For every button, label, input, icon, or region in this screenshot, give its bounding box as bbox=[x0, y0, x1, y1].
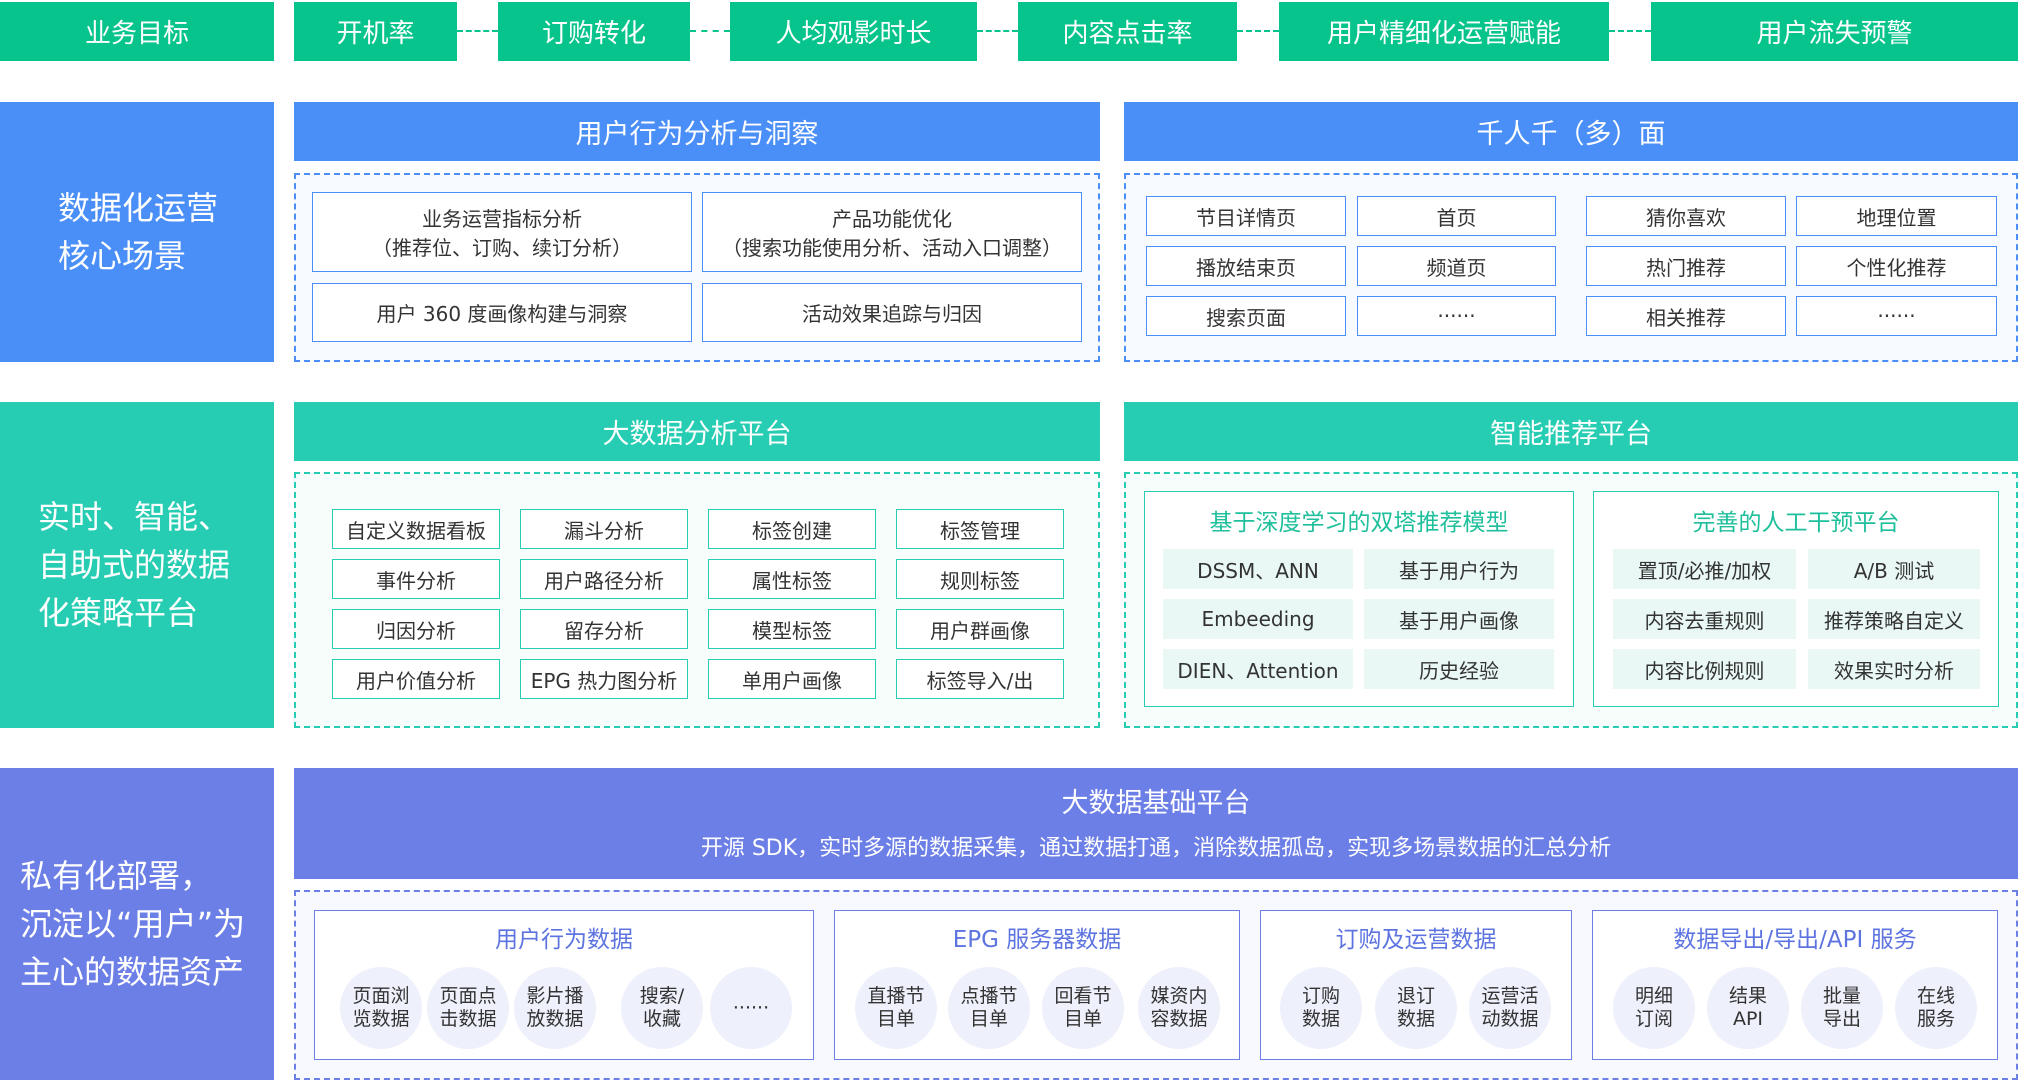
data-source-group-title: EPG 服务器数据 bbox=[952, 927, 1122, 953]
row-label-line: 沉淀以“用户”为 bbox=[20, 905, 246, 943]
bigdata-foundation-header: 大数据基础平台 开源 SDK，实时多源的数据采集，通过数据打通，消除数据孤岛，实… bbox=[294, 768, 2018, 879]
grid-cell: 产品功能优化 （搜索功能使用分析、活动入口调整） bbox=[702, 192, 1082, 272]
chip: 推荐策略自定义 bbox=[1808, 599, 1980, 639]
row-label-line: 数据化运营 bbox=[58, 189, 219, 227]
row-label-line: 主心的数据资产 bbox=[20, 953, 245, 991]
grid-cell: 地理位置 bbox=[1796, 196, 1997, 236]
grid-cell: 标签导入/出 bbox=[896, 659, 1064, 699]
manual-intervention-title: 完善的人工干预平台 bbox=[1692, 510, 1900, 536]
row-label-data-ops: 数据化运营 核心场景 bbox=[0, 102, 274, 362]
goal-connector-line bbox=[690, 30, 730, 32]
chip: 基于用户行为 bbox=[1364, 549, 1554, 589]
row-label-data-assets: 私有化部署， 沉淀以“用户”为 主心的数据资产 bbox=[0, 768, 274, 1080]
grid-cell: 业务运营指标分析 （推荐位、订购、续订分析） bbox=[312, 192, 692, 272]
grid-cell: 归因分析 bbox=[332, 609, 500, 649]
data-source-group-title: 用户行为数据 bbox=[495, 927, 633, 953]
chip: 置顶/必推/加权 bbox=[1613, 549, 1796, 589]
row-label-line: 私有化部署， bbox=[20, 857, 213, 895]
chip: DSSM、ANN bbox=[1163, 549, 1353, 589]
grid-cell: 首页 bbox=[1357, 196, 1556, 236]
section-title-recommendation: 智能推荐平台 bbox=[1124, 402, 2018, 461]
grid-cell: 标签管理 bbox=[896, 509, 1064, 549]
bigdata-foundation-subtitle: 开源 SDK，实时多源的数据采集，通过数据打通，消除数据孤岛，实现多场景数据的汇… bbox=[700, 836, 1612, 861]
data-item-circle: 直播节 目单 bbox=[855, 967, 937, 1049]
chip: A/B 测试 bbox=[1808, 549, 1980, 589]
grid-cell: 用户 360 度画像构建与洞察 bbox=[312, 283, 692, 342]
data-item-circle: 退订 数据 bbox=[1375, 967, 1457, 1049]
deep-learning-title: 基于深度学习的双塔推荐模型 bbox=[1209, 510, 1509, 536]
goal-item: 用户流失预警 bbox=[1651, 2, 2018, 61]
goal-item: 用户精细化运营赋能 bbox=[1279, 2, 1609, 61]
data-item-circle: 结果 API bbox=[1707, 967, 1789, 1049]
grid-cell: 搜索页面 bbox=[1146, 296, 1346, 336]
grid-cell: 留存分析 bbox=[520, 609, 688, 649]
grid-cell: 模型标签 bbox=[708, 609, 876, 649]
data-source-group-title: 数据导出/导出/API 服务 bbox=[1673, 927, 1917, 953]
goal-connector-line bbox=[977, 30, 1018, 32]
section-title-personalization: 千人千（多）面 bbox=[1124, 102, 2018, 161]
data-item-circle: 订购 数据 bbox=[1280, 967, 1362, 1049]
data-item-circle: 媒资内 容数据 bbox=[1138, 967, 1220, 1049]
data-item-circle: 点播节 目单 bbox=[948, 967, 1030, 1049]
grid-cell: 标签创建 bbox=[708, 509, 876, 549]
grid-cell: 相关推荐 bbox=[1586, 296, 1786, 336]
grid-cell: 热门推荐 bbox=[1586, 246, 1786, 286]
goal-item: 开机率 bbox=[294, 2, 457, 61]
goal-connector-line bbox=[1237, 30, 1279, 32]
data-item-circle: ······ bbox=[710, 967, 792, 1049]
chip: DIEN、Attention bbox=[1163, 649, 1353, 689]
data-item-circle: 明细 订阅 bbox=[1613, 967, 1695, 1049]
grid-cell: 用户价值分析 bbox=[332, 659, 500, 699]
goal-connector-line bbox=[457, 30, 498, 32]
goal-item: 内容点击率 bbox=[1018, 2, 1237, 61]
goal-item: 人均观影时长 bbox=[730, 2, 977, 61]
goal-item: 订购转化 bbox=[498, 2, 690, 61]
grid-cell: ······ bbox=[1357, 296, 1556, 336]
grid-cell: 频道页 bbox=[1357, 246, 1556, 286]
row-label-line: 自助式的数据 bbox=[38, 546, 231, 584]
data-item-circle: 页面点 击数据 bbox=[427, 967, 509, 1049]
section-title-bigdata-analysis: 大数据分析平台 bbox=[294, 402, 1100, 461]
data-item-circle: 运营活 动数据 bbox=[1469, 967, 1551, 1049]
data-item-circle: 影片播 放数据 bbox=[514, 967, 596, 1049]
data-item-circle: 在线 服务 bbox=[1895, 967, 1977, 1049]
business-goals-label: 业务目标 bbox=[0, 2, 274, 61]
chip: Embeeding bbox=[1163, 599, 1353, 639]
grid-cell: 规则标签 bbox=[896, 559, 1064, 599]
grid-cell: 单用户画像 bbox=[708, 659, 876, 699]
data-item-circle: 回看节 目单 bbox=[1042, 967, 1124, 1049]
data-source-group-title: 订购及运营数据 bbox=[1335, 927, 1497, 953]
row-label-line: 实时、智能、 bbox=[38, 498, 231, 536]
grid-cell: 节目详情页 bbox=[1146, 196, 1346, 236]
chip: 内容比例规则 bbox=[1613, 649, 1796, 689]
grid-cell: EPG 热力图分析 bbox=[520, 659, 688, 699]
grid-cell: 播放结束页 bbox=[1146, 246, 1346, 286]
grid-cell: 事件分析 bbox=[332, 559, 500, 599]
row-label-line: 核心场景 bbox=[58, 237, 187, 275]
grid-cell: 活动效果追踪与归因 bbox=[702, 283, 1082, 342]
data-item-circle: 批量 导出 bbox=[1801, 967, 1883, 1049]
grid-cell: 属性标签 bbox=[708, 559, 876, 599]
data-item-circle: 页面浏 览数据 bbox=[340, 967, 422, 1049]
row-label-strategy-platform: 实时、智能、 自助式的数据 化策略平台 bbox=[0, 402, 274, 728]
data-item-circle: 搜索/ 收藏 bbox=[621, 967, 703, 1049]
chip: 基于用户画像 bbox=[1364, 599, 1554, 639]
chip: 效果实时分析 bbox=[1808, 649, 1980, 689]
grid-cell: 猜你喜欢 bbox=[1586, 196, 1786, 236]
row-label-line: 化策略平台 bbox=[38, 594, 199, 632]
grid-cell: 漏斗分析 bbox=[520, 509, 688, 549]
chip: 内容去重规则 bbox=[1613, 599, 1796, 639]
grid-cell: 自定义数据看板 bbox=[332, 509, 500, 549]
grid-cell: ······ bbox=[1796, 296, 1997, 336]
grid-cell: 用户路径分析 bbox=[520, 559, 688, 599]
section-title-behavior-analysis: 用户行为分析与洞察 bbox=[294, 102, 1100, 161]
goal-connector-line bbox=[1609, 30, 1651, 32]
grid-cell: 用户群画像 bbox=[896, 609, 1064, 649]
grid-cell: 个性化推荐 bbox=[1796, 246, 1997, 286]
chip: 历史经验 bbox=[1364, 649, 1554, 689]
bigdata-foundation-title: 大数据基础平台 bbox=[1061, 787, 1251, 819]
